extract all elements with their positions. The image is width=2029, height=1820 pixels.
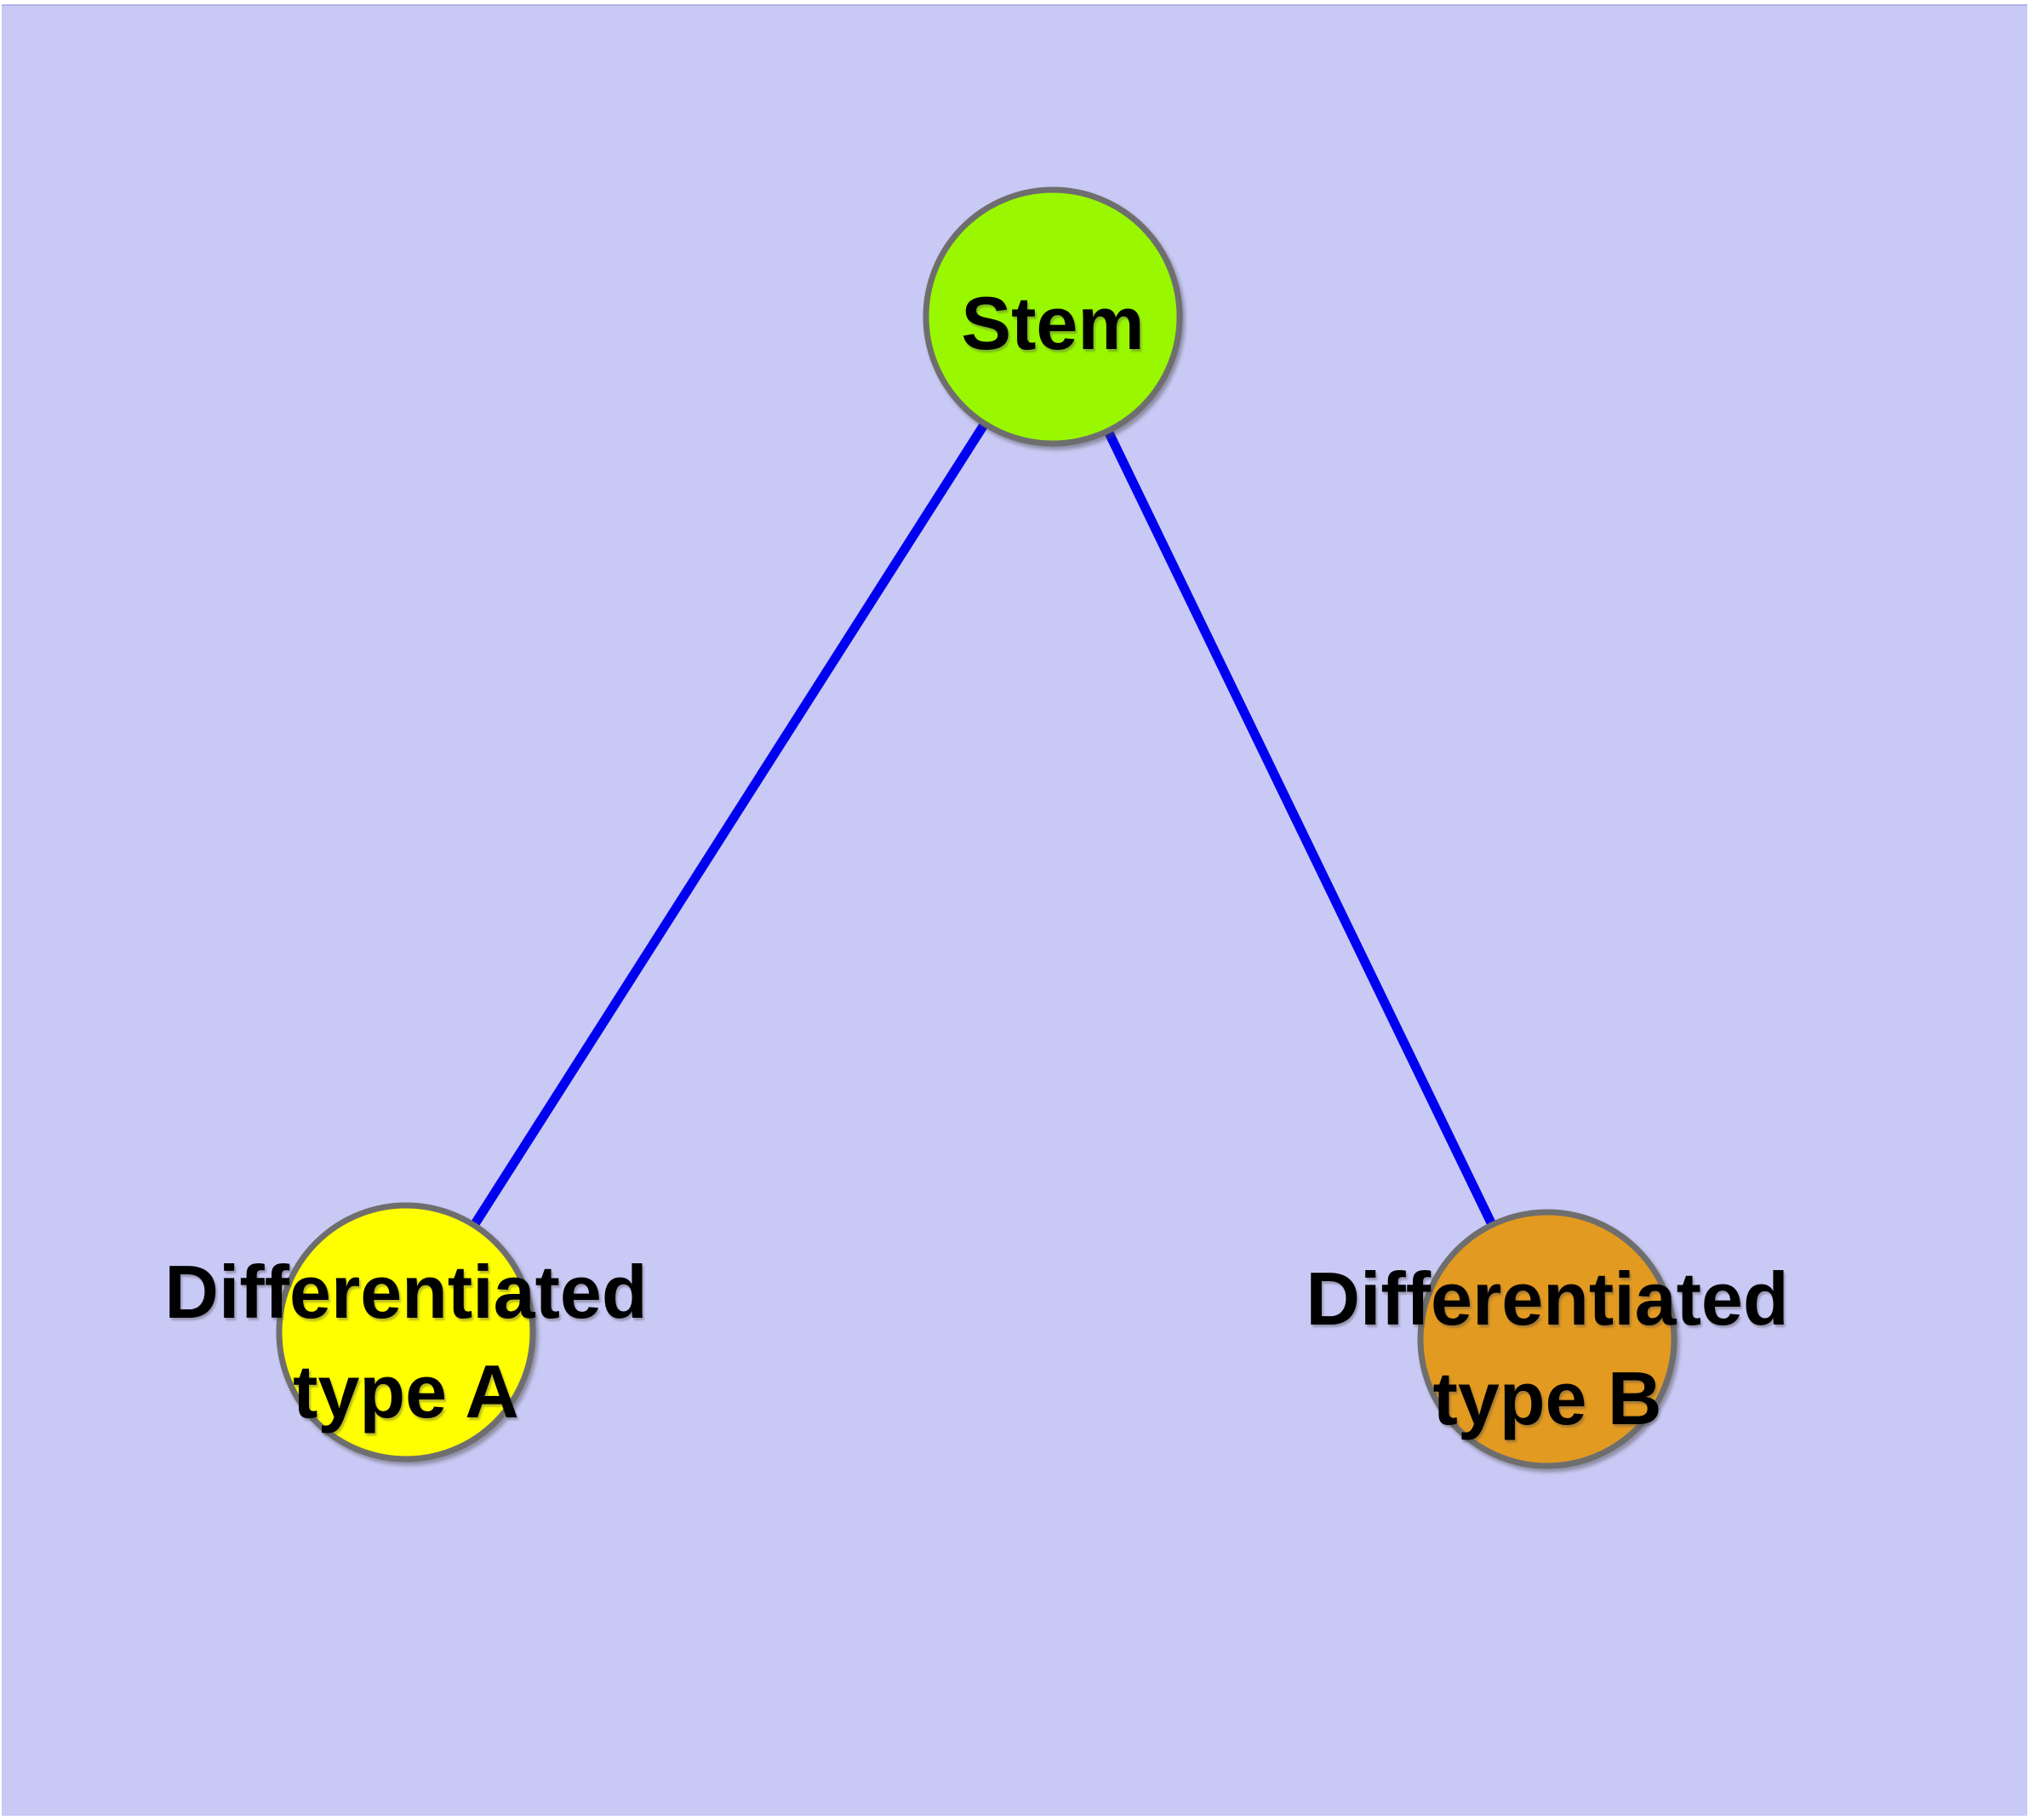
edge-stem-to-type-b <box>1049 314 1552 1342</box>
node-type-b-circle <box>1417 1209 1677 1469</box>
node-type-b-label-line2: type B <box>1433 1356 1662 1440</box>
node-stem-label: Stem <box>961 281 1144 365</box>
node-stem-circle <box>923 186 1183 447</box>
node-type-a-circle <box>276 1202 536 1462</box>
edge-stem-to-type-a <box>402 314 1057 1335</box>
node-type-a-label-line1: Differentiated <box>164 1250 647 1334</box>
node-type-a-label-line2: type A <box>293 1349 519 1434</box>
node-type-b-label-line1: Differentiated <box>1306 1256 1788 1341</box>
